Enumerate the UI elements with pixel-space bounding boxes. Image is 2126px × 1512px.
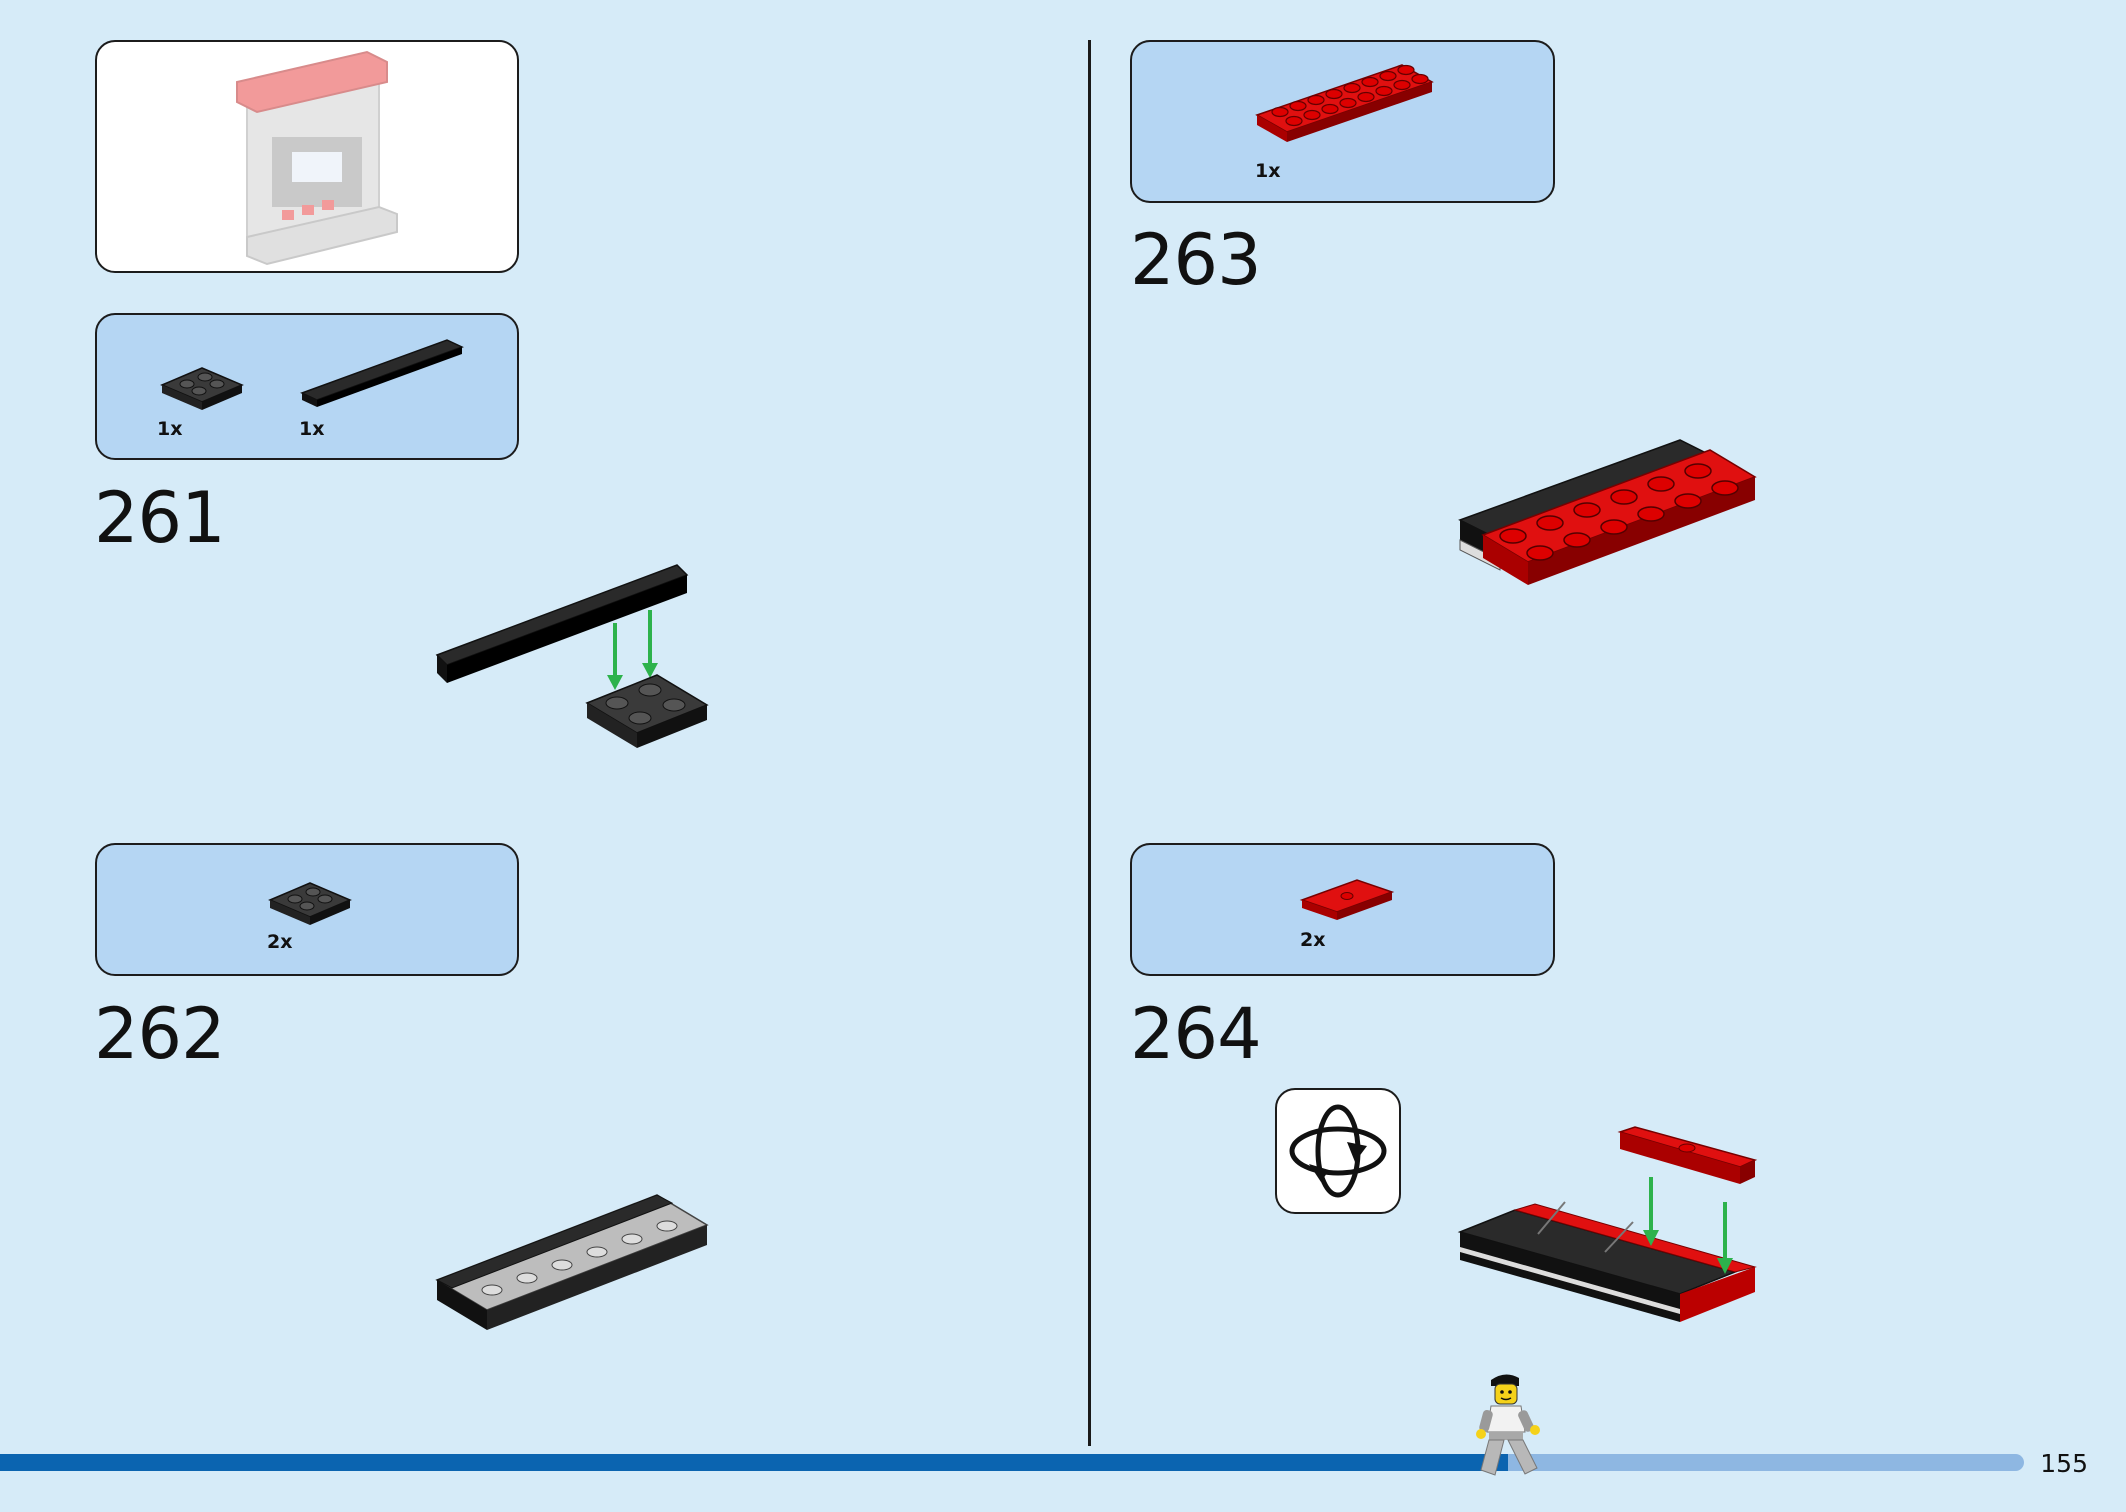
submodel-preview-panel xyxy=(95,40,519,273)
red-1x4-plate-part xyxy=(1299,879,1395,920)
step-264-assembly-image xyxy=(1457,1126,1758,1322)
red-2x8-plate-part xyxy=(1255,64,1434,142)
rotate-model-icon xyxy=(1275,1088,1401,1214)
submodel-preview-image xyxy=(236,50,398,266)
parts-callout-step-263: 1x xyxy=(1130,40,1555,203)
step-261-assembly-image xyxy=(435,564,709,748)
part-quantity: 1x xyxy=(1255,160,1281,182)
part-quantity: 2x xyxy=(267,931,293,953)
column-divider xyxy=(1088,40,1091,1446)
step-number: 262 xyxy=(94,993,226,1075)
progress-bar-completed xyxy=(0,1454,1508,1471)
dark-gray-2x2-plate-part xyxy=(160,367,244,410)
progress-bar-remaining xyxy=(1508,1454,2024,1471)
step-263-assembly-image xyxy=(1458,439,1757,585)
step-number: 263 xyxy=(1130,219,1262,301)
part-quantity: 2x xyxy=(1300,929,1326,951)
step-number: 264 xyxy=(1130,993,1262,1075)
minifigure-walking-icon xyxy=(1476,1374,1540,1476)
part-quantity: 1x xyxy=(157,418,183,440)
parts-callout-step-261: 1x 1x xyxy=(95,313,519,460)
step-262-assembly-image xyxy=(435,1194,709,1330)
step-number: 261 xyxy=(94,477,226,559)
part-quantity: 1x xyxy=(299,418,325,440)
dark-gray-2x2-plate-part xyxy=(268,882,352,925)
parts-callout-step-264: 2x xyxy=(1130,843,1555,976)
parts-callout-step-262: 2x xyxy=(95,843,519,976)
black-1x8-tile-part xyxy=(300,339,464,407)
page-number: 155 xyxy=(2040,1449,2088,1478)
